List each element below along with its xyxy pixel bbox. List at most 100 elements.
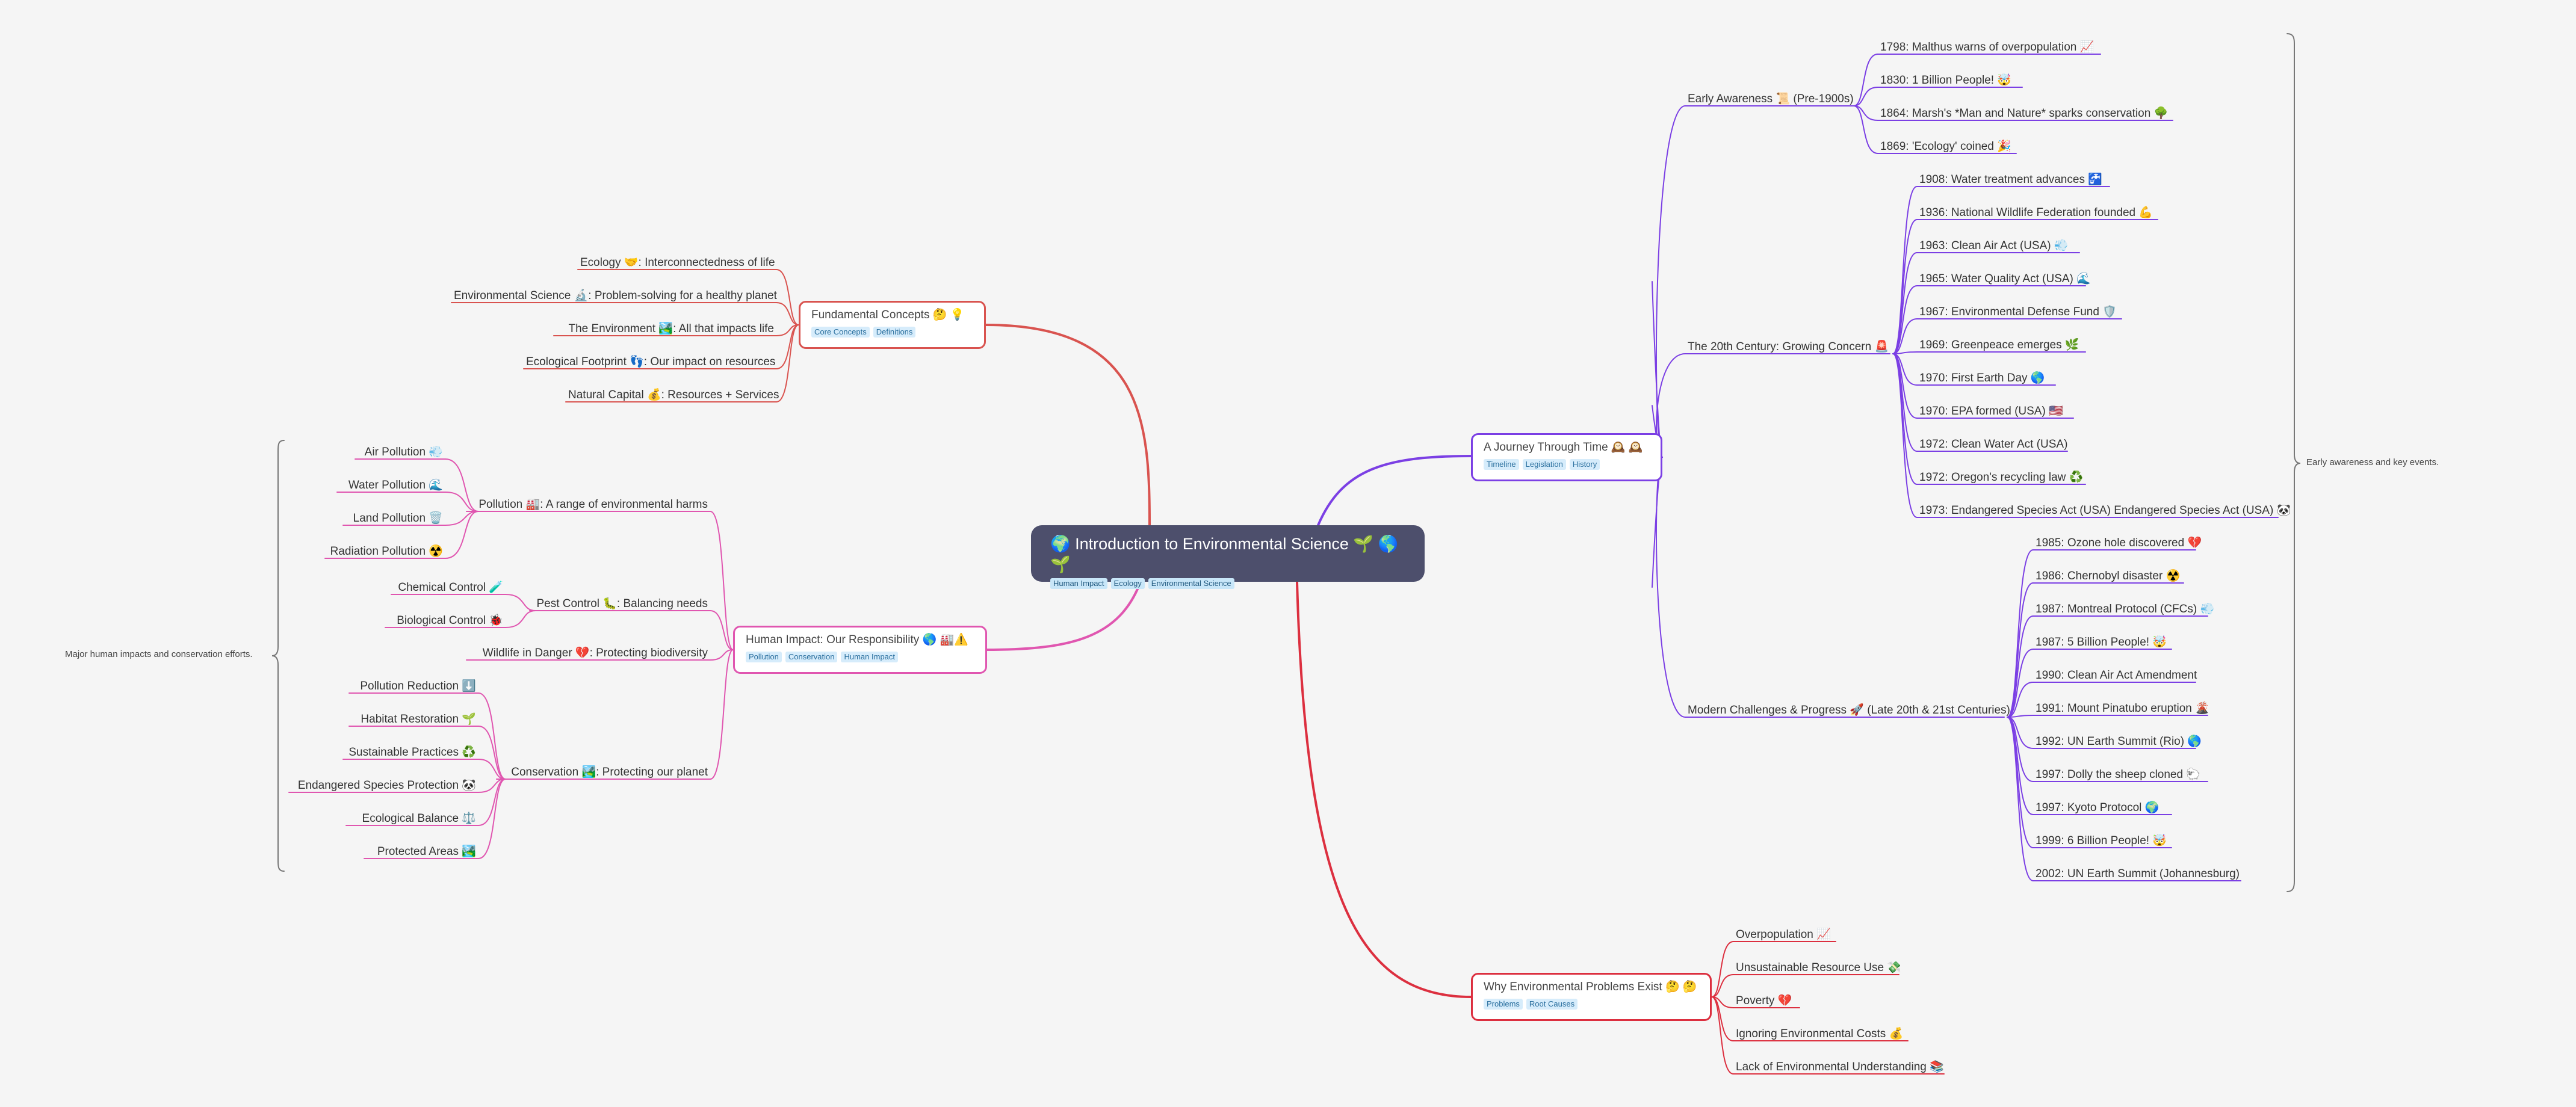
pest-control-leaf[interactable]: Chemical Control 🧪: [391, 580, 506, 596]
tag-label[interactable]: Environmental Science: [1148, 578, 1234, 589]
topic-label: 1970: EPA formed (USA) 🇺🇸: [1919, 405, 2063, 418]
timeline-event[interactable]: 1986: Chernobyl disaster ☢️: [2033, 569, 2184, 584]
timeline-event[interactable]: 1908: Water treatment advances 🚰: [1917, 172, 2110, 188]
timeline-event[interactable]: 1864: Marsh's *Man and Nature* sparks co…: [1878, 106, 2173, 122]
tag-label[interactable]: Legislation: [1522, 459, 1566, 470]
timeline-event[interactable]: 1798: Malthus warns of overpopulation 📈: [1878, 40, 2101, 55]
problem-leaf[interactable]: Poverty 💔: [1733, 993, 1800, 1009]
branch-title: A Journey Through Time 🕰️ 🕰️: [1484, 441, 1643, 454]
conservation-leaf[interactable]: Habitat Restoration 🌱: [349, 712, 478, 727]
topic-label: 1972: Clean Water Act (USA): [1919, 438, 2068, 451]
tag-label[interactable]: Human Impact: [1050, 578, 1107, 589]
tag-label[interactable]: History: [1569, 459, 1600, 470]
topic-label: Chemical Control 🧪: [398, 581, 503, 594]
topic-label: 1973: Endangered Species Act (USA) Endan…: [1919, 504, 2291, 517]
topic-label: Environmental Science 🔬: Problem-solving…: [454, 289, 777, 302]
topic-label: 2002: UN Earth Summit (Johannesburg): [2036, 868, 2240, 880]
topic-label: Land Pollution 🗑️: [353, 512, 443, 525]
timeline-event[interactable]: 1999: 6 Billion People! 🤯: [2033, 833, 2172, 849]
conservation-leaf[interactable]: Sustainable Practices ♻️: [343, 745, 478, 760]
timeline-event[interactable]: 1997: Dolly the sheep cloned 🐑: [2033, 767, 2208, 783]
tag-label[interactable]: Problems: [1484, 999, 1523, 1010]
impact-group-label[interactable]: Pest Control 🐛: Balancing needs: [530, 596, 710, 612]
tag-label[interactable]: Pollution: [746, 652, 782, 662]
topic-label: Pollution Reduction ⬇️: [360, 680, 476, 692]
root-topic[interactable]: 🌍 Introduction to Environmental Science …: [1031, 525, 1425, 589]
timeline-event[interactable]: 1967: Environmental Defense Fund 🛡️: [1917, 304, 2122, 320]
branch-problems[interactable]: Why Environmental Problems Exist 🤔 🤔Prob…: [1471, 973, 1712, 1021]
tag-label[interactable]: Conservation: [785, 652, 838, 662]
timeline-event[interactable]: 1970: First Earth Day 🌎: [1917, 371, 2055, 386]
topic-label: Pollution 🏭: A range of environmental ha…: [478, 498, 708, 511]
topic-label: Wildlife in Danger 💔: Protecting biodive…: [482, 647, 708, 659]
topic-label: 1987: 5 Billion People! 🤯: [2036, 636, 2167, 649]
impact-group-label[interactable]: Wildlife in Danger 💔: Protecting biodive…: [466, 646, 710, 661]
pest-control-leaf[interactable]: Biological Control 🐞: [385, 613, 506, 629]
timeline-event[interactable]: 1963: Clean Air Act (USA) 💨: [1917, 238, 2079, 254]
pollution-leaf[interactable]: Radiation Pollution ☢️: [325, 544, 445, 560]
tag-label[interactable]: Definitions: [873, 327, 916, 338]
concept-leaf[interactable]: Ecology 🤝: Interconnectedness of life: [578, 255, 776, 271]
topic-label: Radiation Pollution ☢️: [330, 545, 443, 558]
timeline-event[interactable]: 1985: Ozone hole discovered 💔: [2033, 535, 2202, 551]
timeline-event[interactable]: 1987: Montreal Protocol (CFCs) 💨: [2033, 602, 2214, 617]
tag-label[interactable]: Timeline: [1484, 459, 1519, 470]
tag-label[interactable]: Ecology: [1110, 578, 1145, 589]
impact-group-label[interactable]: Pollution 🏭: A range of environmental ha…: [466, 497, 710, 513]
timeline-era-label[interactable]: Modern Challenges & Progress 🚀 (Late 20t…: [1685, 703, 2010, 718]
timeline-event[interactable]: 1965: Water Quality Act (USA) 🌊: [1917, 271, 2091, 287]
timeline-era-label[interactable]: The 20th Century: Growing Concern 🚨: [1685, 339, 1890, 355]
topic-label: Ecology 🤝: Interconnectedness of life: [580, 256, 775, 269]
problem-leaf[interactable]: Ignoring Environmental Costs 💰: [1733, 1026, 1908, 1042]
conservation-leaf[interactable]: Endangered Species Protection 🐼: [289, 778, 478, 794]
problem-leaf[interactable]: Lack of Environmental Understanding 📚: [1733, 1059, 1944, 1075]
concept-leaf[interactable]: Ecological Footprint 👣: Our impact on re…: [524, 354, 776, 370]
topic-label: Unsustainable Resource Use 💸: [1736, 961, 1902, 974]
timeline-event[interactable]: 1972: Clean Water Act (USA): [1917, 437, 2067, 452]
timeline-event[interactable]: 2002: UN Earth Summit (Johannesburg): [2033, 866, 2241, 882]
tag-label[interactable]: Core Concepts: [811, 327, 870, 338]
timeline-event[interactable]: 1987: 5 Billion People! 🤯: [2033, 635, 2172, 650]
tag-label[interactable]: Root Causes: [1526, 999, 1578, 1010]
impact-group-label[interactable]: Conservation 🏞️: Protecting our planet: [497, 765, 710, 780]
timeline-event[interactable]: 1991: Mount Pinatubo eruption 🌋: [2033, 701, 2209, 717]
conservation-leaf[interactable]: Protected Areas 🏞️: [364, 844, 478, 860]
timeline-event[interactable]: 1830: 1 Billion People! 🤯: [1878, 73, 2022, 88]
problem-leaf[interactable]: Unsustainable Resource Use 💸: [1733, 960, 1902, 976]
topic-label: 1986: Chernobyl disaster ☢️: [2036, 570, 2181, 582]
topic-label: 1969: Greenpeace emerges 🌿: [1919, 339, 2079, 351]
conservation-leaf[interactable]: Pollution Reduction ⬇️: [349, 679, 478, 694]
topic-label: Air Pollution 💨: [364, 446, 443, 458]
timeline-era-label[interactable]: Early Awareness 📜 (Pre-1900s): [1685, 91, 1854, 107]
branch-human-impact[interactable]: Human Impact: Our Responsibility 🌎 🏭⚠️Po…: [733, 626, 987, 674]
pollution-leaf[interactable]: Land Pollution 🗑️: [343, 511, 445, 526]
concept-leaf[interactable]: The Environment 🏞️: All that impacts lif…: [554, 321, 776, 337]
concept-leaf[interactable]: Natural Capital 💰: Resources + Services: [566, 387, 779, 403]
pollution-leaf[interactable]: Water Pollution 🌊: [337, 478, 445, 493]
timeline-event[interactable]: 1992: UN Earth Summit (Rio) 🌎: [2033, 734, 2202, 750]
topic-label: 1798: Malthus warns of overpopulation 📈: [1880, 41, 2095, 54]
topic-label: Water Pollution 🌊: [348, 479, 443, 492]
concept-leaf[interactable]: Environmental Science 🔬: Problem-solving…: [451, 288, 777, 304]
timeline-event[interactable]: 1936: National Wildlife Federation found…: [1917, 205, 2158, 221]
timeline-event[interactable]: 1997: Kyoto Protocol 🌍: [2033, 800, 2172, 816]
summary-note-timeline: Early awareness and key events.: [2306, 457, 2439, 467]
timeline-event[interactable]: 1970: EPA formed (USA) 🇺🇸: [1917, 404, 2073, 419]
timeline-event[interactable]: 1972: Oregon's recycling law ♻️: [1917, 470, 2085, 486]
problem-leaf[interactable]: Overpopulation 📈: [1733, 927, 1836, 943]
pollution-leaf[interactable]: Air Pollution 💨: [355, 445, 445, 460]
conservation-leaf[interactable]: Ecological Balance ⚖️: [346, 811, 478, 827]
timeline-event[interactable]: 1969: Greenpeace emerges 🌿: [1917, 338, 2085, 353]
topic-label: Lack of Environmental Understanding 📚: [1736, 1061, 1944, 1073]
topic-label: 1963: Clean Air Act (USA) 💨: [1919, 239, 2069, 252]
timeline-event[interactable]: 1869: 'Ecology' coined 🎉: [1878, 139, 2016, 155]
topic-label: 1965: Water Quality Act (USA) 🌊: [1919, 273, 2091, 285]
timeline-event[interactable]: 1973: Endangered Species Act (USA) Endan…: [1917, 503, 2291, 519]
timeline-event[interactable]: 1990: Clean Air Act Amendment: [2033, 668, 2197, 683]
topic-label: 1991: Mount Pinatubo eruption 🌋: [2036, 702, 2209, 715]
tag-label[interactable]: Human Impact: [841, 652, 899, 662]
